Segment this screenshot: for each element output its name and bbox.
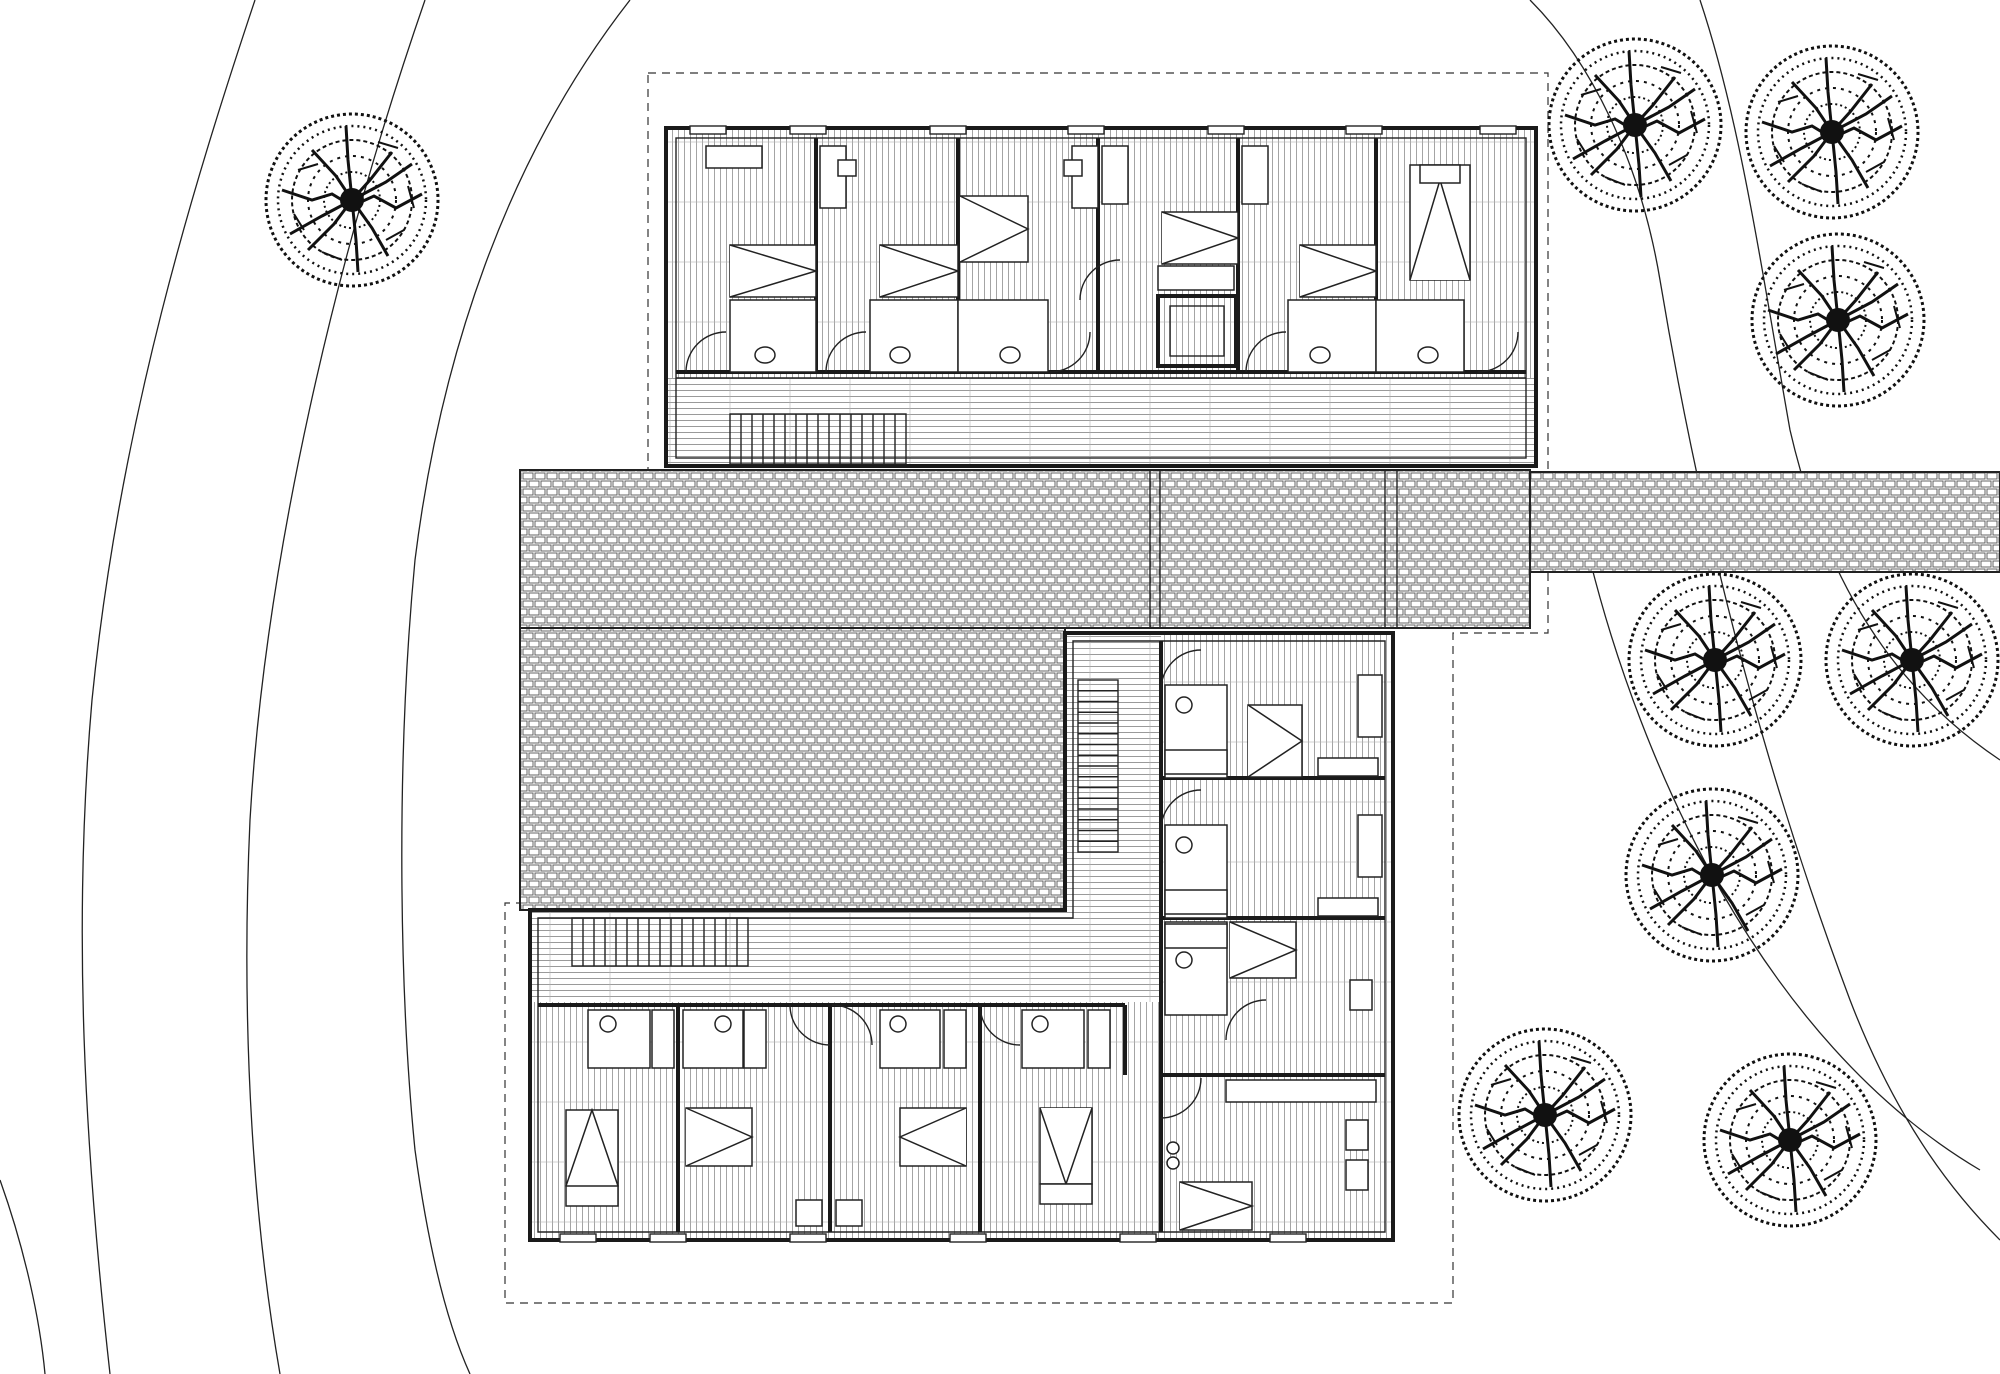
south-wings bbox=[528, 631, 1395, 1243]
north-stair bbox=[729, 413, 907, 465]
tree-8 bbox=[1457, 1027, 1633, 1203]
tree-7 bbox=[1624, 787, 1800, 963]
tree-4 bbox=[1750, 232, 1926, 408]
tree-3 bbox=[1744, 44, 1920, 220]
east-stair bbox=[1077, 679, 1119, 853]
west-stair bbox=[571, 917, 749, 967]
tree-9 bbox=[1702, 1052, 1878, 1228]
courtyard-paving bbox=[519, 469, 2000, 911]
entry-path bbox=[1529, 471, 2000, 573]
roof-outline bbox=[504, 72, 1549, 1304]
tree-1 bbox=[264, 112, 440, 288]
north-wing bbox=[664, 125, 1538, 468]
tree-5 bbox=[1627, 572, 1803, 748]
tree-6 bbox=[1824, 572, 2000, 748]
tree-2 bbox=[1547, 37, 1723, 213]
